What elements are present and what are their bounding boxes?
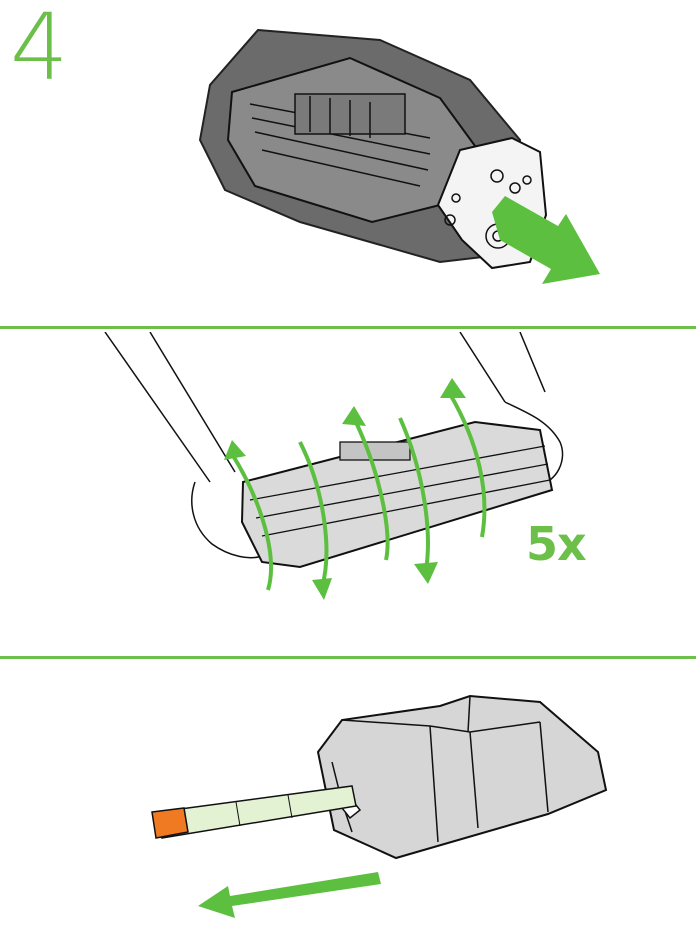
divider-bottom [0,656,696,659]
pull-tab-illustration [151,694,608,918]
shake-arrows [230,392,487,591]
shake-illustration [104,332,564,600]
remove-arrow [492,196,600,284]
panel-remove-bag [0,0,696,320]
shake-arrow-up-1 [224,440,246,460]
remove-bag-illustration [198,28,600,284]
panel-shake [0,332,696,650]
step-number: 4 [10,0,69,101]
shake-repeat-count: 5x [526,517,587,571]
divider-top [0,326,696,329]
shake-arrow-up-2 [342,406,366,426]
panel-pull-tab [0,662,696,926]
shake-arrow-down-2 [414,562,438,584]
tape-pull-tab [151,807,189,839]
shake-arrow-down-1 [312,578,332,600]
hands [104,332,564,559]
cartridge-upright [316,694,608,860]
shake-arrow-up-3 [440,378,466,398]
pull-arrow [198,872,381,918]
